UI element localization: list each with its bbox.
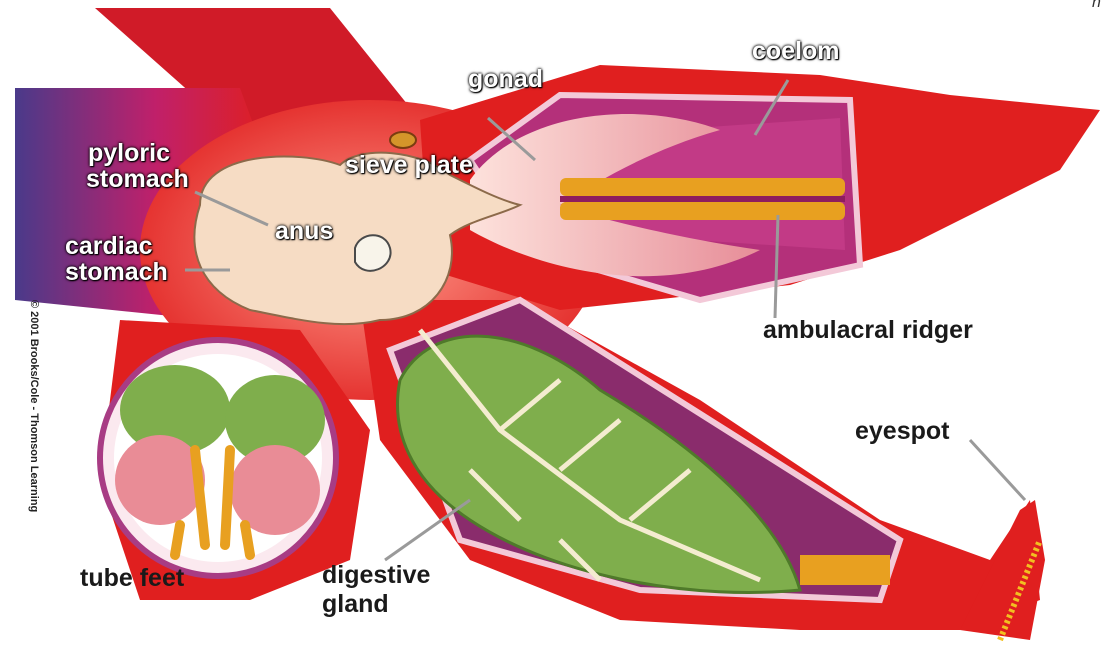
label-digestive-gland-line2: gland — [322, 591, 389, 617]
label-eyespot: eyespot — [855, 418, 949, 444]
label-cardiac-stomach-line2: stomach — [65, 259, 168, 285]
leader-eyespot — [970, 440, 1025, 500]
label-ambulacral-ridge: ambulacral ridger — [763, 317, 973, 343]
ampullae-row-lower — [560, 202, 845, 220]
label-cardiac-stomach-line1: cardiac — [65, 233, 153, 259]
label-anus: anus — [275, 218, 333, 244]
copyright-credit: © 2001 Brooks/Cole - Thomson Learning — [28, 300, 40, 512]
corner-mark: n — [1092, 0, 1101, 12]
sieve-plate-disk — [390, 132, 416, 148]
label-gonad: gonad — [468, 66, 543, 92]
label-pyloric-stomach-line2: stomach — [86, 166, 189, 192]
label-coelom: coelom — [752, 38, 840, 64]
label-pyloric-stomach-line1: pyloric — [88, 140, 170, 166]
label-digestive-gland-line1: digestive — [322, 562, 430, 588]
label-tube-feet: tube feet — [80, 565, 184, 591]
label-sieve-plate: sieve plate — [345, 152, 473, 178]
ampullae-row-upper — [560, 178, 845, 196]
radial-canal — [560, 196, 845, 202]
anus-opening — [355, 235, 391, 271]
ampullae-lower-arm — [800, 555, 890, 585]
